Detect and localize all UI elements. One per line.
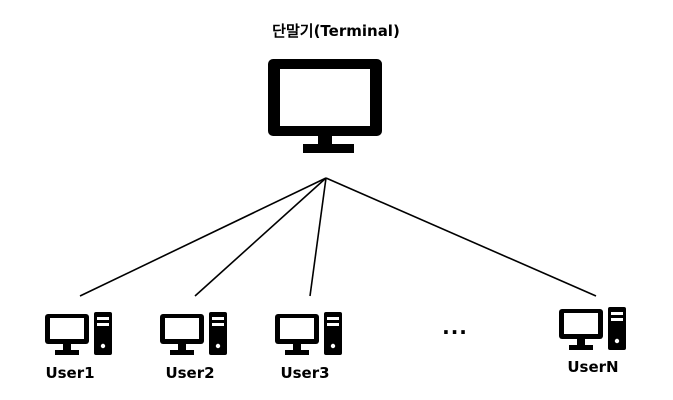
connection-line-usern [325, 177, 597, 297]
user1-label: User1 [45, 364, 95, 382]
user2-label: User2 [165, 364, 215, 382]
desktop-computer-icon [160, 312, 227, 355]
connection-lines [79, 177, 597, 297]
desktop-computer-icon [275, 312, 342, 355]
terminal-label: 단말기(Terminal) [272, 22, 400, 40]
desktop-computer-icon [45, 312, 112, 355]
ellipsis: ... [442, 315, 468, 339]
usern-label: UserN [567, 358, 619, 376]
monitor-icon [268, 59, 382, 153]
desktop-computer-icon [559, 307, 626, 350]
connection-line-user2 [194, 177, 327, 297]
user3-label: User3 [280, 364, 330, 382]
connection-line-user1 [79, 177, 327, 297]
connection-line-user3 [309, 177, 327, 297]
